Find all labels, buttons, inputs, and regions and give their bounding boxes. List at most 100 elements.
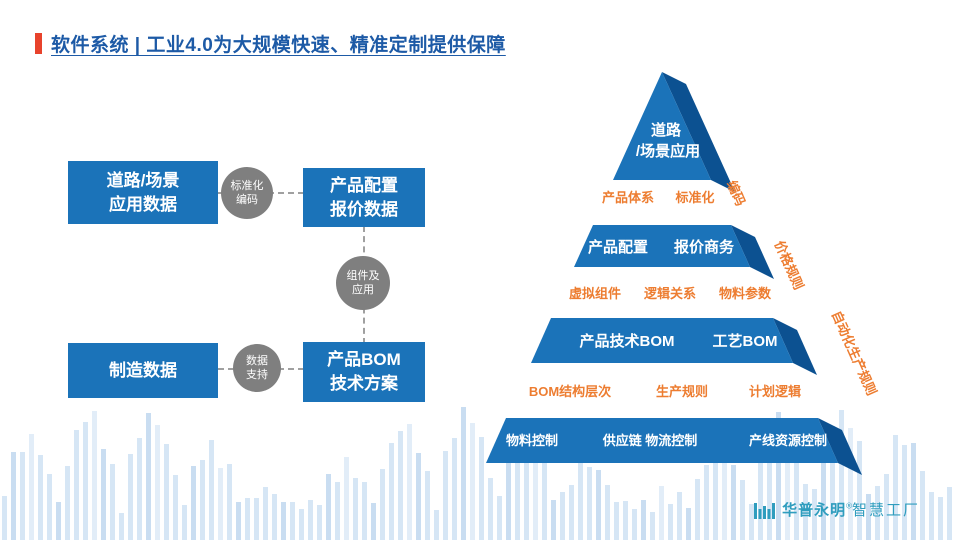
- waveform-bar: [803, 484, 808, 540]
- product-config-quote-line1: 产品配置: [330, 175, 398, 195]
- waveform-bar: [488, 478, 493, 540]
- waveform-bar: [614, 502, 619, 540]
- waveform-bar: [83, 422, 88, 540]
- waveform-bar: [236, 502, 241, 540]
- waveform-bar: [344, 457, 349, 540]
- component-application-line1: 组件及: [346, 269, 380, 282]
- road-scene-data-line2: 应用数据: [109, 194, 177, 214]
- waveform-bar: [254, 498, 259, 540]
- pyramid-layer3-side: [773, 318, 817, 375]
- waveform-bar: [497, 496, 502, 540]
- waveform-bar: [722, 446, 727, 540]
- waveform-bar: [470, 423, 475, 540]
- pyramid-layer4-front: [486, 418, 838, 463]
- waveform-bar: [20, 452, 25, 540]
- waveform-bar: [308, 500, 313, 540]
- waveform-bar: [578, 459, 583, 540]
- waveform-bar: [821, 452, 826, 540]
- pyramid-side-label-auto-production-rules: 自动化生产规则: [829, 309, 880, 398]
- waveform-bar: [155, 425, 160, 540]
- manufacturing-data-line1: 制造数据: [109, 360, 177, 380]
- logo-suffix-text: 智慧工厂: [851, 502, 920, 519]
- waveform-bar: [677, 492, 682, 540]
- waveform-bar: [101, 449, 106, 540]
- waveform-bar: [533, 444, 538, 540]
- waveform-bar: [38, 455, 43, 540]
- waveform-bar: [506, 456, 511, 540]
- waveform-bar: [263, 487, 268, 540]
- waveform-bar: [362, 482, 367, 540]
- title-row: 软件系统 | 工业4.0为大规模快速、精准定制提供保障: [35, 30, 506, 57]
- waveform-bar: [74, 430, 79, 540]
- background-waveform: [0, 390, 960, 540]
- waveform-bar: [398, 431, 403, 540]
- pyramid-gap2-label-3: 物料参数: [719, 286, 772, 301]
- waveform-bar: [182, 505, 187, 540]
- pyramid-side-label-price-rules: 价格规则: [772, 238, 807, 292]
- pyramid-layer3-label-1: 产品技术BOM: [580, 332, 675, 350]
- waveform-bar: [929, 492, 934, 540]
- waveform-bar: [2, 496, 7, 540]
- waveform-bar: [920, 471, 925, 540]
- waveform-bar: [749, 504, 754, 540]
- waveform-bar: [245, 498, 250, 540]
- waveform-bar: [758, 454, 763, 540]
- waveform-bar: [524, 420, 529, 540]
- waveform-bar: [416, 453, 421, 540]
- waveform-bar: [776, 412, 781, 540]
- waveform-bar: [173, 475, 178, 540]
- waveform-bar: [11, 452, 16, 540]
- standardization-coding-line1: 标准化: [230, 179, 264, 192]
- waveform-bar: [326, 474, 331, 540]
- waveform-bar: [380, 469, 385, 540]
- standardization-coding-connector: 标准化 编码: [221, 167, 273, 219]
- pyramid-layer2-label-2: 报价商务: [674, 238, 735, 256]
- pyramid-layer1-front: [613, 72, 711, 180]
- product-config-quote-box: 产品配置 报价数据: [303, 168, 425, 227]
- road-scene-data-box: 道路/场景 应用数据: [68, 161, 218, 224]
- waveform-bar: [200, 460, 205, 540]
- standardization-coding-line2: 编码: [236, 194, 258, 206]
- pyramid-side-label-coding: 编码: [724, 178, 748, 208]
- pyramid-gap1-label-2: 标准化: [674, 190, 714, 205]
- data-support-line1: 数据: [246, 354, 268, 367]
- waveform-bar: [137, 438, 142, 540]
- waveform-bar: [425, 471, 430, 540]
- pyramid-gap3-label-3: 计划逻辑: [749, 384, 801, 399]
- waveform-bar: [785, 432, 790, 540]
- waveform-bar: [371, 503, 376, 540]
- waveform-bar: [452, 438, 457, 540]
- waveform-bar: [65, 466, 70, 540]
- waveform-bar: [713, 450, 718, 540]
- product-config-quote-line2: 报价数据: [330, 199, 398, 219]
- pyramid-layer3-label-2: 工艺BOM: [713, 333, 778, 350]
- waveform-bar: [911, 443, 916, 540]
- waveform-bar: [857, 441, 862, 540]
- pyramid-gap3-label-2: 生产规则: [656, 384, 708, 399]
- waveform-bar: [353, 478, 358, 540]
- pyramid-layer1-label-line1: 道路: [651, 121, 682, 139]
- waveform-bar: [632, 509, 637, 540]
- logo-brand-text: 华普永明: [782, 502, 847, 519]
- product-bom-line1: 产品BOM: [327, 350, 401, 370]
- waveform-bar: [146, 413, 151, 540]
- waveform-bar: [848, 428, 853, 540]
- product-bom-line2: 技术方案: [330, 374, 398, 393]
- waveform-bar: [875, 486, 880, 540]
- waveform-bar: [434, 510, 439, 540]
- waveform-bar: [92, 411, 97, 540]
- waveform-bar: [290, 502, 295, 540]
- waveform-bar: [668, 504, 673, 540]
- waveform-bar: [605, 485, 610, 540]
- waveform-bar: [227, 464, 232, 540]
- waveform-bar: [281, 502, 286, 540]
- logo-registered-mark: ®: [846, 501, 852, 511]
- waveform-bar: [623, 501, 628, 540]
- waveform-bar: [29, 434, 34, 540]
- waveform-bar: [686, 508, 691, 540]
- waveform-bar: [119, 513, 124, 540]
- waveform-bar: [56, 502, 61, 540]
- waveform-bar: [542, 449, 547, 540]
- waveform-bar: [839, 410, 844, 540]
